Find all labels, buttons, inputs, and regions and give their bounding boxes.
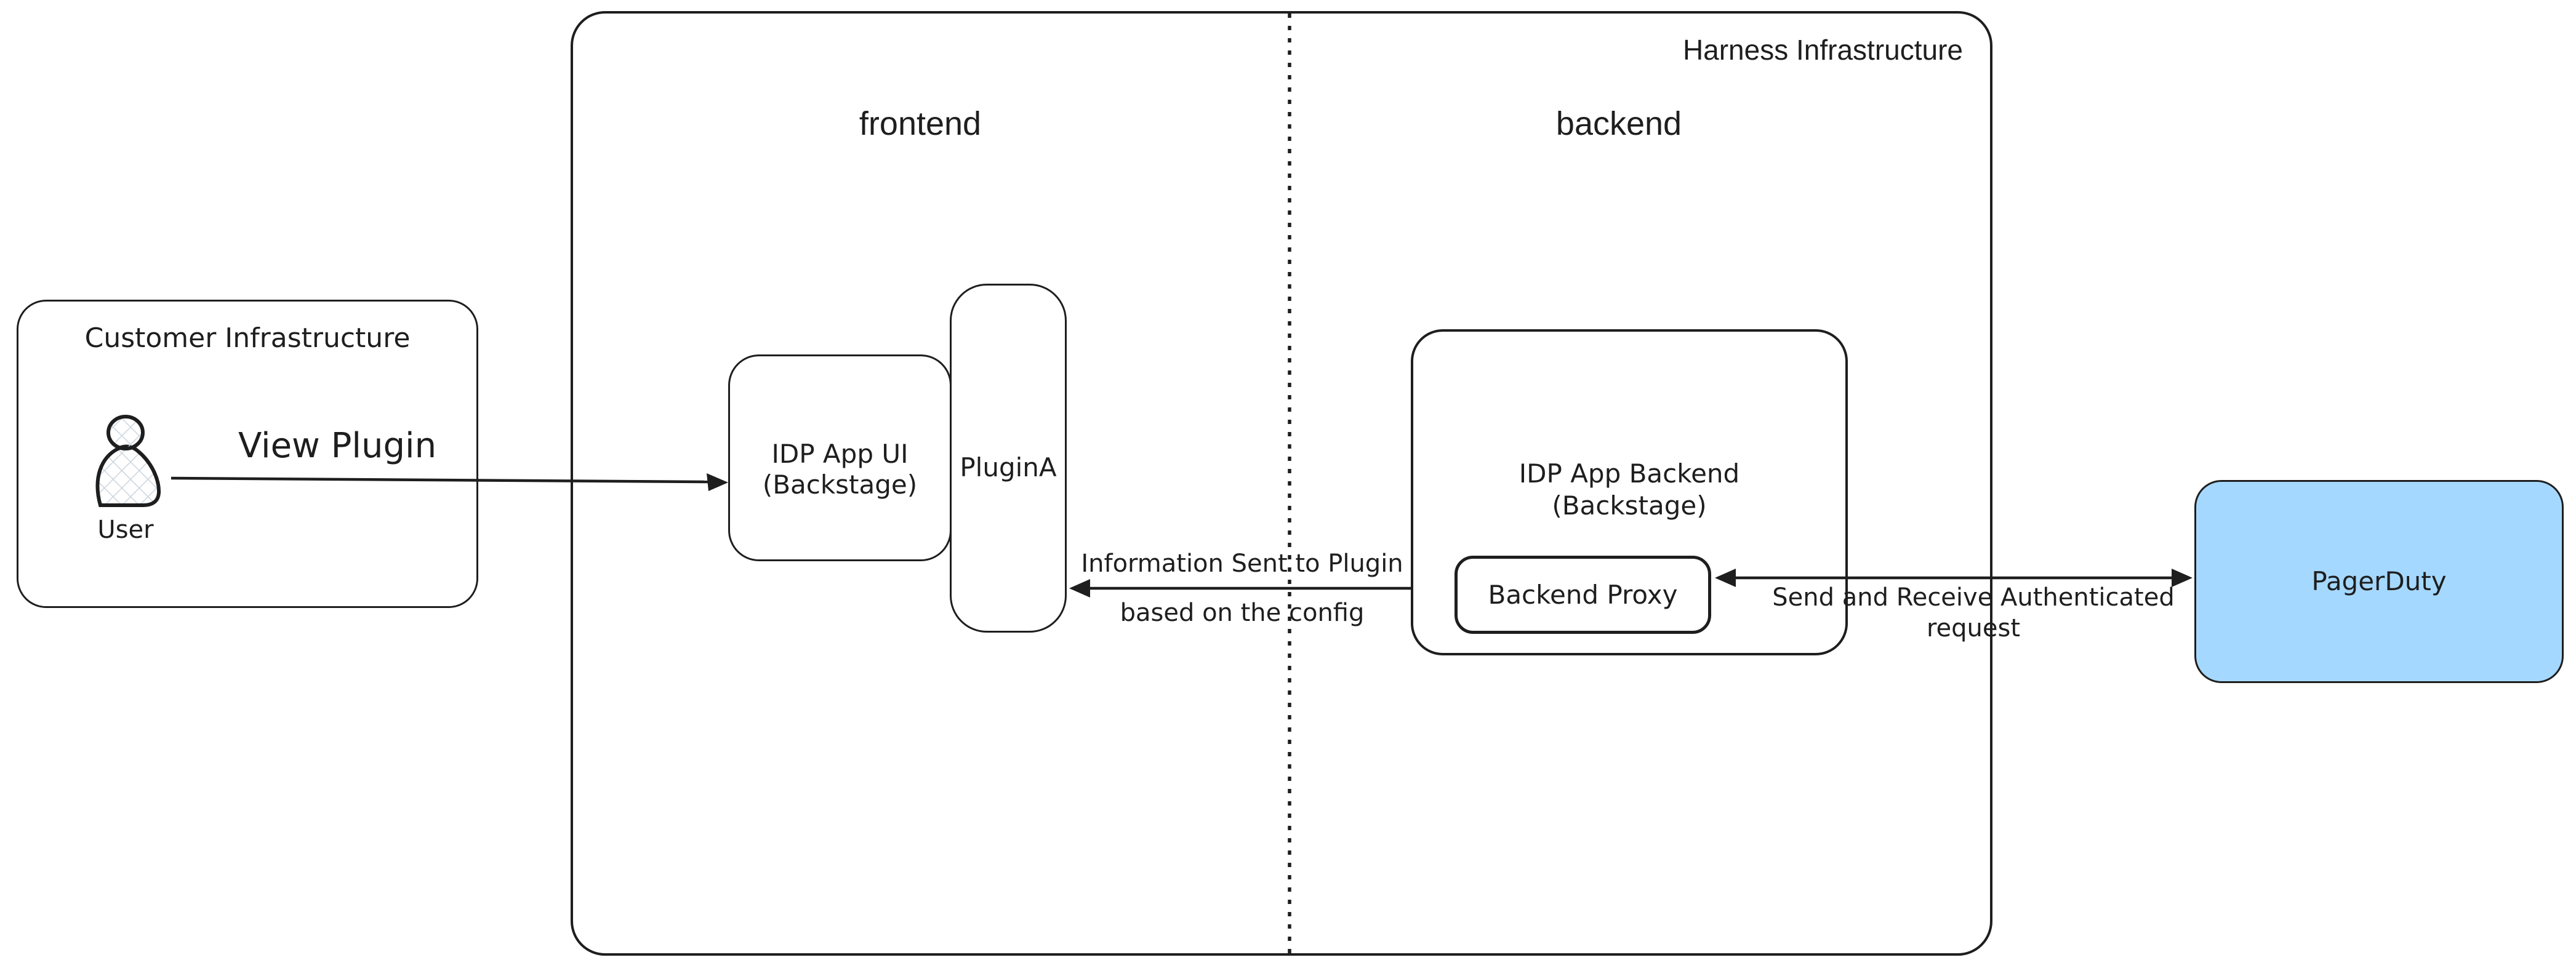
backend-section-label: backend — [1555, 105, 1682, 142]
idp-app-ui-box: IDP App UI (Backstage) — [728, 354, 952, 561]
frontend-section-label: frontend — [859, 105, 982, 142]
user-label: User — [97, 516, 154, 544]
idp-app-ui-label: IDP App UI (Backstage) — [762, 439, 918, 500]
backend-proxy-box: Backend Proxy — [1455, 556, 1711, 634]
send-receive-arrowhead-right — [2172, 569, 2193, 587]
customer-infrastructure-title: Customer Infrastructure — [84, 322, 411, 354]
send-receive-arrow-label: Send and Receive Authenticated request — [1772, 583, 2175, 642]
plugin-a-label: PluginA — [960, 452, 1057, 482]
backend-proxy-label: Backend Proxy — [1488, 579, 1678, 610]
harness-infrastructure-title: Harness Infrastructure — [1682, 34, 1963, 66]
idp-app-backend-label: IDP App Backend (Backstage) — [1519, 458, 1740, 521]
pagerduty-label: PagerDuty — [2311, 566, 2447, 597]
plugin-a-box: PluginA — [950, 284, 1067, 633]
info-sent-arrow-label: Information Sent to Plugin based on the … — [1081, 550, 1403, 627]
pagerduty-box: PagerDuty — [2194, 480, 2564, 683]
customer-infrastructure-box: Customer Infrastructure — [17, 300, 478, 608]
view-plugin-arrow-label: View Plugin — [238, 426, 437, 466]
